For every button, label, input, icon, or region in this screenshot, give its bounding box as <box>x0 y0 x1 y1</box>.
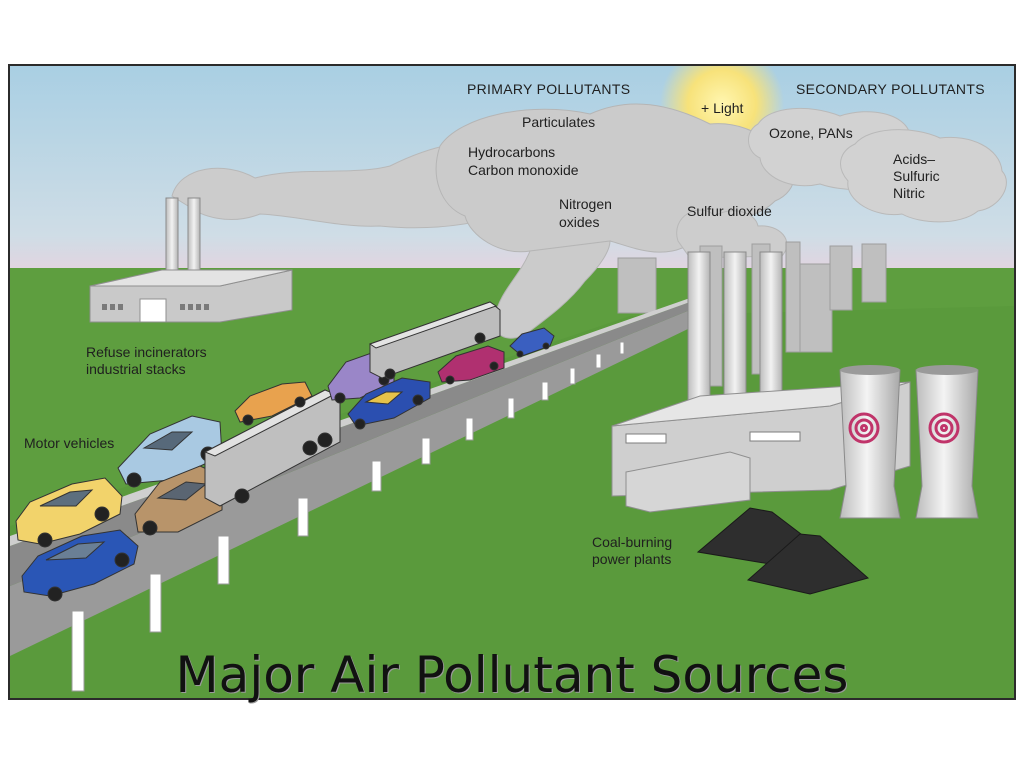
orange-car <box>234 381 313 426</box>
incinerator-factory <box>89 197 293 323</box>
diagram-frame: PRIMARY POLLUTANTS SECONDARY POLLUTANTS … <box>8 64 1016 700</box>
coal-power-plants-label-line2: power plants <box>592 551 672 567</box>
nitrogen-oxides-label-line1: Nitrogen <box>559 196 612 212</box>
light-label: + Light <box>701 100 744 116</box>
acids-label-line3: Nitric <box>893 185 925 201</box>
magenta-car <box>437 345 505 385</box>
pollution-scene <box>10 66 1014 698</box>
bus <box>368 301 501 380</box>
refuse-incinerators-label-line1: Refuse incinerators <box>86 344 207 360</box>
motor-vehicles-label: Motor vehicles <box>24 435 115 451</box>
hydrocarbons-label: Hydrocarbons <box>468 144 556 160</box>
primary-pollutants-header: PRIMARY POLLUTANTS <box>467 81 631 97</box>
ozone-pans-label: Ozone, PANs <box>769 125 853 141</box>
power-plant <box>611 251 911 513</box>
yellow-car <box>15 477 123 548</box>
radiation-symbol-icon <box>848 412 960 444</box>
carbon-monoxide-label: Carbon monoxide <box>468 162 579 178</box>
nitrogen-oxides-label-line2: oxides <box>559 214 600 230</box>
blue-pickup <box>347 377 431 430</box>
slide-title: Major Air Pollutant Sources <box>175 646 849 704</box>
secondary-pollutant-clouds <box>748 107 1007 223</box>
acids-label-line1: Acids– <box>893 151 936 167</box>
coal-power-plants-label-line1: Coal-burning <box>592 534 673 550</box>
refuse-incinerators-label-line2: industrial stacks <box>86 361 186 377</box>
cooling-towers <box>839 365 979 519</box>
acids-label-line2: Sulfuric <box>893 168 940 184</box>
blue-car <box>21 529 139 602</box>
particulates-label: Particulates <box>522 114 596 130</box>
secondary-pollutants-header: SECONDARY POLLUTANTS <box>796 81 985 97</box>
sulfur-dioxide-label: Sulfur dioxide <box>687 203 772 219</box>
small-blue-car <box>509 327 555 358</box>
coal-piles <box>696 507 870 595</box>
motor-vehicles <box>15 301 555 602</box>
